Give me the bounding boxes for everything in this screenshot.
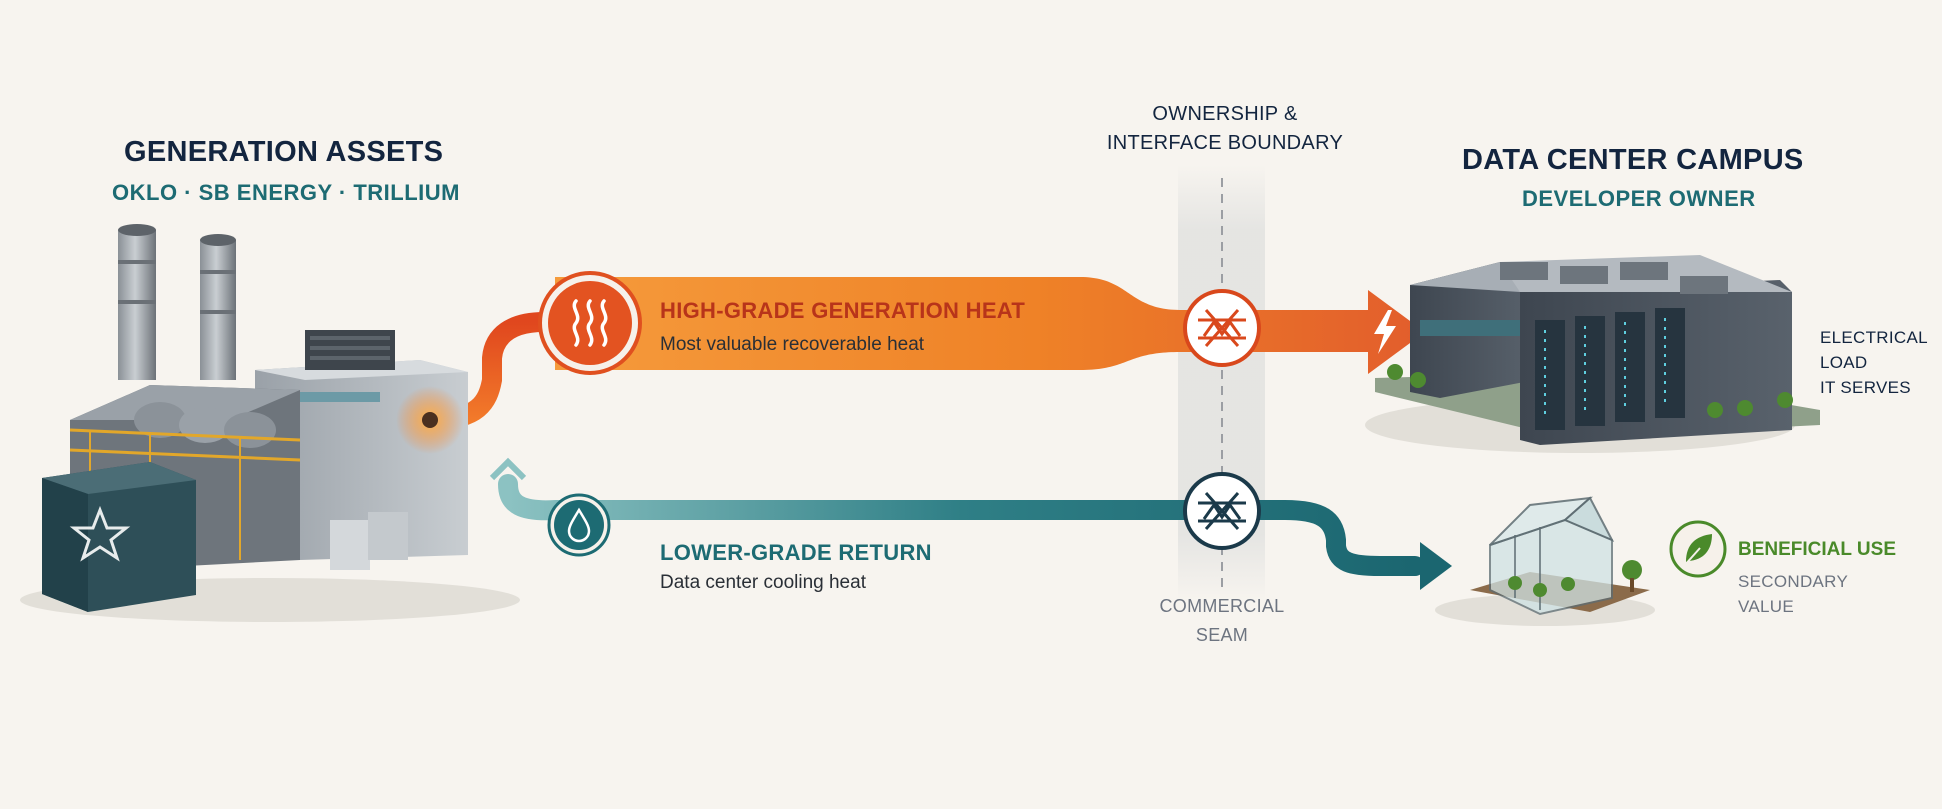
boundary-line-2: INTERFACE BOUNDARY — [1106, 132, 1344, 154]
data-center-illustration — [1365, 255, 1820, 453]
greenhouse-illustration — [1435, 496, 1655, 626]
leaf-icon — [1669, 520, 1727, 578]
campus-title: DATA CENTER CAMPUS — [1462, 144, 1804, 176]
high-grade-heat-subtitle: Most valuable recoverable heat — [660, 334, 925, 355]
secondary-value-label: SECONDARY VALUE — [1738, 569, 1848, 619]
boundary-label: OWNERSHIP & INTERFACE BOUNDARY — [1095, 100, 1355, 158]
generation-subtitle: OKLO · SB ENERGY · TRILLIUM — [112, 180, 460, 205]
heat-waves-icon — [538, 271, 642, 375]
beneficial-use-title: BENEFICIAL USE — [1738, 539, 1897, 560]
load-line-3: IT SERVES — [1820, 378, 1911, 397]
value-line-1: SECONDARY — [1738, 572, 1849, 591]
lower-grade-return-flow — [489, 457, 1452, 590]
heat-exchanger-icon — [1183, 472, 1261, 550]
lower-grade-return-subtitle: Data center cooling heat — [660, 572, 866, 593]
electrical-load-label: ELECTRICAL LOAD IT SERVES — [1820, 325, 1928, 400]
high-grade-heat-title: HIGH-GRADE GENERATION HEAT — [660, 298, 1026, 323]
generation-title: GENERATION ASSETS — [124, 136, 444, 168]
load-line-2: LOAD — [1820, 353, 1868, 372]
value-line-2: VALUE — [1738, 597, 1794, 616]
commercial-seam-label: COMMERCIAL SEAM — [1130, 592, 1314, 650]
load-line-1: ELECTRICAL — [1820, 328, 1928, 347]
seam-line-1: COMMERCIAL — [1159, 596, 1285, 616]
lightning-bolt-icon — [1374, 310, 1396, 354]
seam-line-2: SEAM — [1195, 625, 1249, 645]
lower-grade-return-title: LOWER-GRADE RETURN — [660, 540, 932, 565]
power-plant-illustration — [20, 224, 520, 622]
campus-subtitle: DEVELOPER OWNER — [1522, 186, 1756, 211]
boundary-line-1: OWNERSHIP & — [1152, 103, 1298, 125]
water-drop-icon — [547, 493, 611, 557]
heat-exchanger-icon — [1183, 289, 1261, 367]
